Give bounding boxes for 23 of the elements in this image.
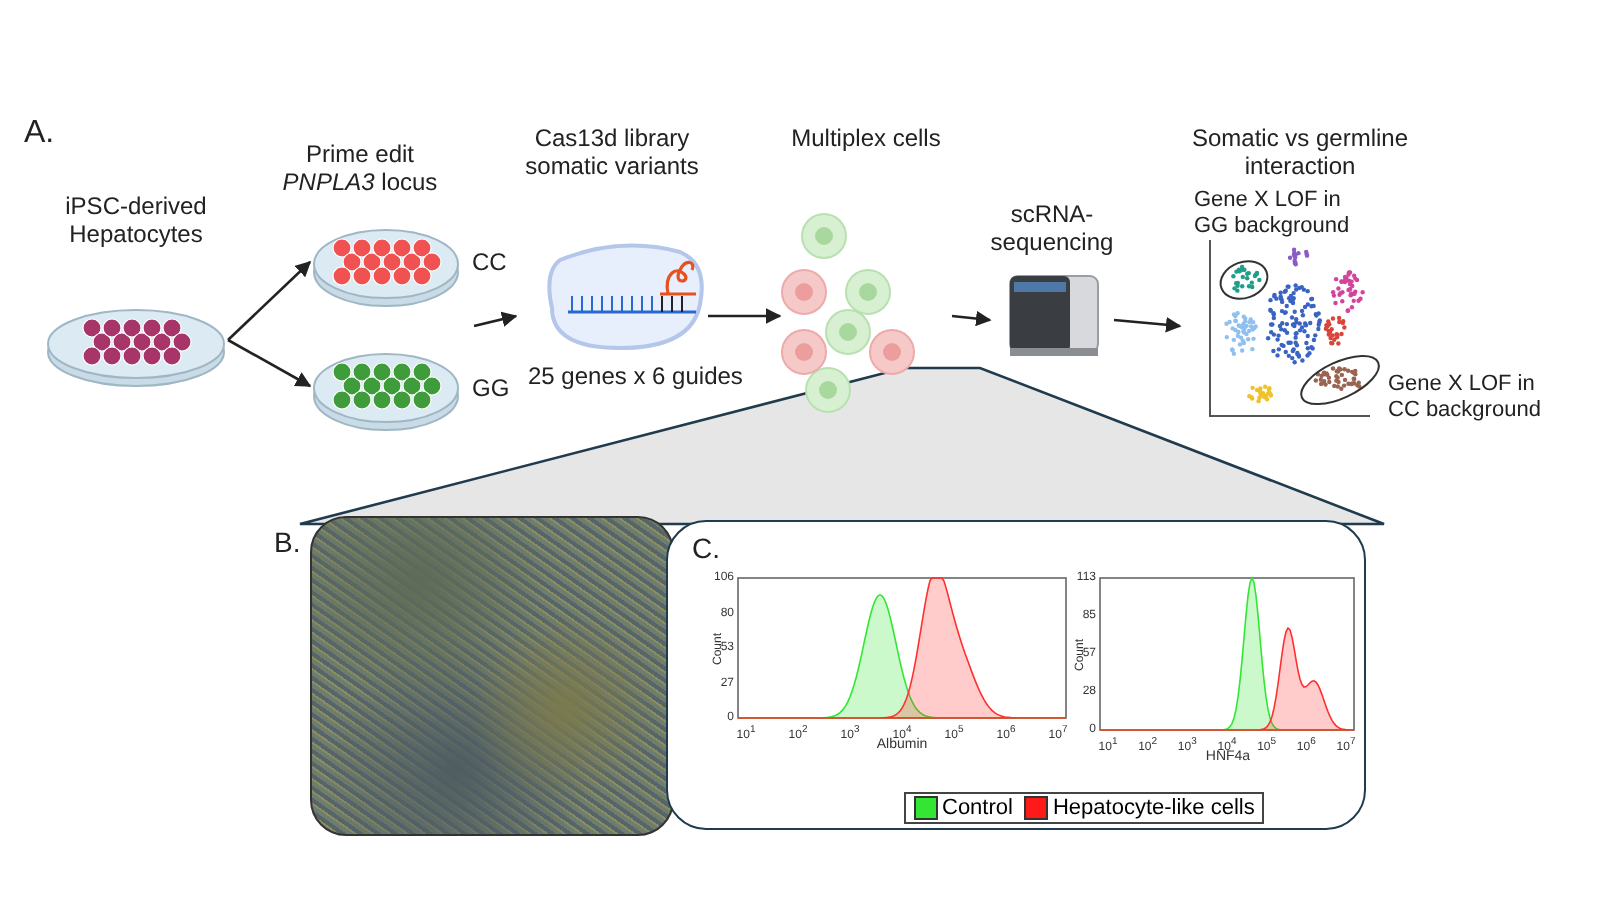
step-heading: iPSC-derived Hepatocytes [63, 192, 209, 248]
node-label: GG [472, 374, 510, 402]
arrow [227, 260, 312, 341]
step-heading: Cas13d library somatic variants [523, 124, 701, 180]
step-heading: Prime edit PNPLA3 locus [280, 140, 440, 196]
cluster-label: Gene X LOF in GG background [1194, 188, 1352, 240]
arrow [951, 310, 992, 327]
panel-box [666, 520, 1366, 830]
arrow [1113, 316, 1182, 333]
node-label: 25 genes x 6 guides [528, 362, 743, 390]
panel-letter: B. [274, 528, 301, 556]
arrow [227, 338, 312, 388]
step-heading: Multiplex cells [789, 124, 943, 152]
legend-label: Control [942, 796, 1013, 820]
step-heading: scRNA- sequencing [990, 200, 1114, 256]
node-label: CC [472, 248, 507, 276]
step-heading: Somatic vs germline interaction [1189, 124, 1411, 180]
panel-letter: C. [692, 534, 720, 562]
cluster-label: Gene X LOF in CC background [1388, 372, 1543, 424]
legend-label: Hepatocyte-like cells [1052, 796, 1255, 820]
arrow [708, 308, 782, 324]
arrow [473, 311, 518, 328]
panel-letter: A. [24, 120, 55, 148]
